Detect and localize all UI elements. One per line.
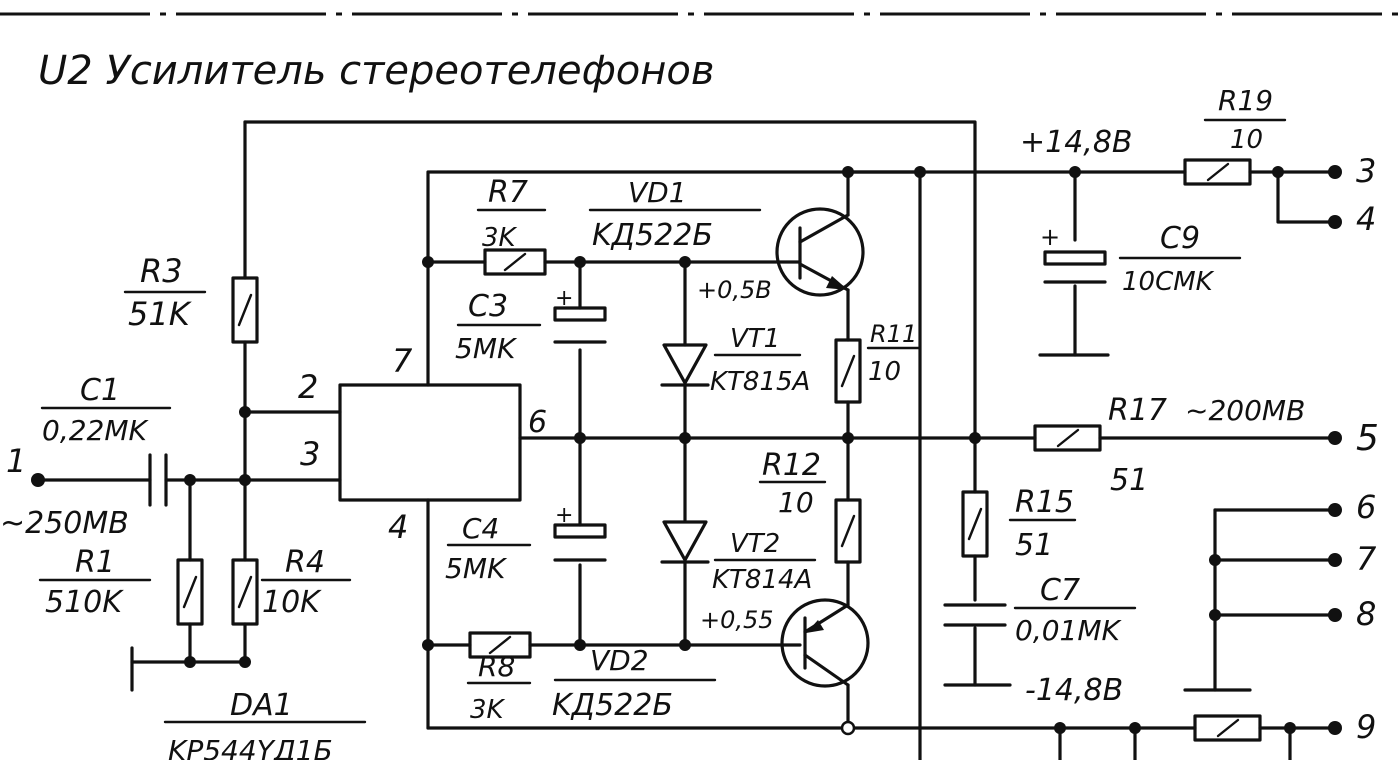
c1-ref: C1	[80, 373, 120, 408]
v-pos-label: +14,8B	[1020, 125, 1133, 160]
diode-symbols	[660, 343, 710, 564]
terminal-6: 6	[1356, 488, 1376, 526]
c3-value: 5MK	[455, 332, 518, 365]
r1-value: 510K	[45, 585, 124, 620]
terminal-9: 9	[1356, 708, 1376, 746]
da1-ref: DA1	[230, 688, 293, 723]
r12-value: 10	[778, 486, 814, 519]
junction-open	[840, 720, 856, 736]
v-neg-label: -14,8B	[1025, 673, 1123, 708]
c7-value: 0,01MK	[1015, 614, 1123, 647]
pin-7: 7	[392, 342, 413, 380]
vt2-voltage: +0,55	[700, 606, 774, 634]
vd2-ref: VD2	[590, 644, 649, 677]
r12-ref: R12	[762, 448, 821, 483]
r11-ref: R11	[870, 320, 917, 348]
r3-value: 51K	[128, 295, 193, 333]
pin-2: 2	[298, 368, 318, 406]
r17-value: 51	[1110, 463, 1148, 498]
vt2-ref: VT2	[730, 529, 780, 559]
r19-ref: R19	[1218, 84, 1273, 117]
terminal-5: 5	[1356, 418, 1379, 459]
r8-ref: R8	[478, 650, 515, 683]
c1-value: 0,22MK	[42, 414, 150, 447]
wires	[36, 120, 1337, 760]
vt1-value: KT815A	[710, 367, 810, 397]
c9-ref: C9	[1160, 221, 1200, 256]
c4-value: 5MK	[445, 552, 508, 585]
r15-ref: R15	[1015, 485, 1074, 520]
capacitor-symbols: + + +	[148, 223, 1107, 627]
vt1-voltage: +0,5B	[697, 276, 772, 304]
r4-value: 10K	[262, 585, 322, 620]
input-level: ~250MB	[0, 506, 129, 541]
c3-ref: C3	[468, 289, 508, 324]
pin-3: 3	[300, 435, 320, 473]
fraction-bars	[38, 118, 1287, 724]
svg-text:+: +	[555, 286, 573, 311]
output-level: ~200MB	[1185, 394, 1305, 427]
svg-text:+: +	[555, 503, 573, 528]
terminal-3: 3	[1356, 152, 1376, 190]
da1-value: KP544YД1Б	[168, 734, 333, 760]
terminal-7: 7	[1356, 540, 1377, 578]
r7-ref: R7	[488, 175, 528, 210]
r17-ref: R17	[1108, 393, 1167, 428]
r11-value: 10	[868, 357, 901, 387]
vd1-value: KД522Б	[592, 218, 713, 253]
terminal-4: 4	[1356, 200, 1376, 238]
r4-ref: R4	[285, 545, 325, 580]
c9-value: 10CMK	[1122, 267, 1215, 297]
r15-value: 51	[1015, 528, 1053, 563]
vd1-ref: VD1	[628, 176, 687, 209]
terminal-dots	[31, 165, 1342, 735]
vd2-value: KД522Б	[552, 688, 673, 723]
da1-chip	[338, 383, 522, 502]
junctions	[184, 166, 1296, 734]
vt1-ref: VT1	[730, 324, 780, 354]
terminal-1: 1	[6, 442, 26, 480]
transistor-symbols	[775, 207, 870, 688]
pin-4: 4	[388, 508, 408, 546]
r3-ref: R3	[140, 252, 183, 290]
c4-ref: C4	[462, 512, 499, 545]
vt2-value: KT814A	[712, 565, 812, 595]
r8-value: 3K	[470, 695, 506, 725]
r1-ref: R1	[75, 545, 115, 580]
svg-text:+: +	[1040, 223, 1060, 251]
r19-value: 10	[1230, 125, 1263, 155]
resistor-symbols	[176, 158, 1262, 742]
r7-value: 3K	[482, 223, 518, 253]
terminal-8: 8	[1356, 595, 1376, 633]
pin-6: 6	[528, 405, 547, 440]
page-title: U2 Усилитель стереотелефонов	[38, 48, 714, 94]
c7-ref: C7	[1040, 573, 1080, 608]
